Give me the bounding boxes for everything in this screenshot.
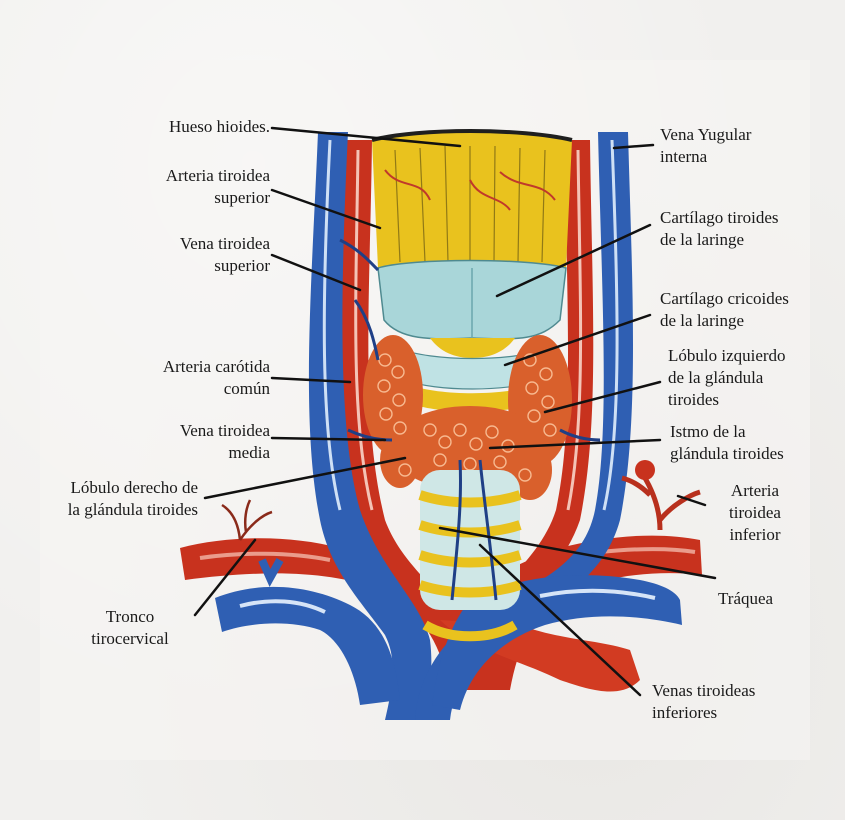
- label-cartilago-tiroides: Cartílago tiroides de la laringe: [660, 207, 835, 251]
- hyoid-membrane: [372, 131, 572, 268]
- label-line: Vena Yugular: [660, 124, 830, 146]
- label-line: Vena tiroidea: [90, 420, 270, 442]
- label-arteria-tiroidea-superior: Arteria tiroidea superior: [90, 165, 270, 209]
- label-line: media: [90, 442, 270, 464]
- label-line: Venas tiroideas: [652, 680, 812, 702]
- label-line: de la laringe: [660, 229, 835, 251]
- label-line: Istmo de la: [670, 421, 835, 443]
- label-line: Lóbulo derecho de: [20, 477, 198, 499]
- label-line: Arteria: [700, 480, 810, 502]
- label-arteria-tiroidea-inferior: Arteria tiroidea inferior: [700, 480, 810, 546]
- label-cartilago-cricoides: Cartílago cricoides de la laringe: [660, 288, 840, 332]
- label-traquea: Tráquea: [718, 588, 818, 610]
- label-lobulo-derecho: Lóbulo derecho de la glándula tiroides: [20, 477, 198, 521]
- label-line: superior: [90, 255, 270, 277]
- label-line: inferiores: [652, 702, 812, 724]
- label-line: Hueso hioides.: [90, 116, 270, 138]
- label-vena-tiroidea-superior: Vena tiroidea superior: [90, 233, 270, 277]
- label-line: tirocervical: [70, 628, 190, 650]
- label-line: Arteria tiroidea: [90, 165, 270, 187]
- label-line: inferior: [700, 524, 810, 546]
- label-line: de la glándula: [668, 367, 828, 389]
- label-lobulo-izquierdo: Lóbulo izquierdo de la glándula tiroides: [668, 345, 828, 411]
- label-line: la glándula tiroides: [20, 499, 198, 521]
- label-line: interna: [660, 146, 830, 168]
- label-line: de la laringe: [660, 310, 840, 332]
- label-vena-yugular-interna: Vena Yugular interna: [660, 124, 830, 168]
- label-line: superior: [90, 187, 270, 209]
- label-line: Lóbulo izquierdo: [668, 345, 828, 367]
- label-line: Tráquea: [718, 588, 818, 610]
- label-line: glándula tiroides: [670, 443, 835, 465]
- label-line: Arteria carótida: [90, 356, 270, 378]
- label-venas-tiroideas-inferiores: Venas tiroideas inferiores: [652, 680, 812, 724]
- label-arteria-carotida-comun: Arteria carótida común: [90, 356, 270, 400]
- label-line: tiroidea: [700, 502, 810, 524]
- label-hueso-hioides: Hueso hioides.: [90, 116, 270, 138]
- label-line: tiroides: [668, 389, 828, 411]
- label-line: Cartílago tiroides: [660, 207, 835, 229]
- label-istmo: Istmo de la glándula tiroides: [670, 421, 835, 465]
- label-line: Tronco: [70, 606, 190, 628]
- label-vena-tiroidea-media: Vena tiroidea media: [90, 420, 270, 464]
- label-tronco-tirocervical: Tronco tirocervical: [70, 606, 190, 650]
- label-line: común: [90, 378, 270, 400]
- label-line: Cartílago cricoides: [660, 288, 840, 310]
- label-line: Vena tiroidea: [90, 233, 270, 255]
